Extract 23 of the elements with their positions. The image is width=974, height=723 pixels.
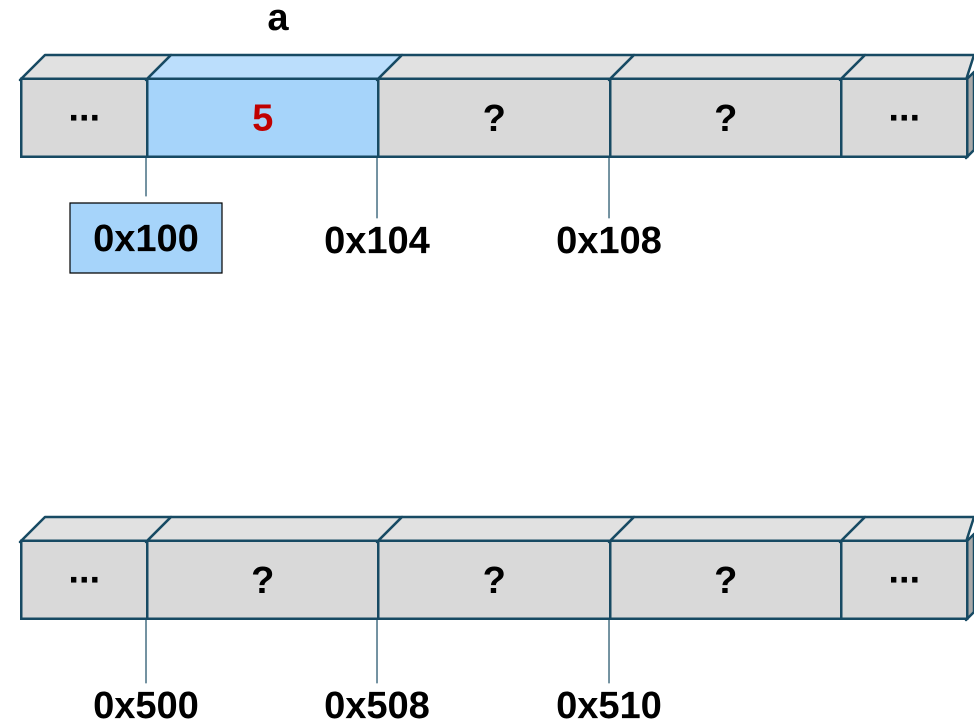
address-box: 0x100 [69, 202, 223, 274]
memory-cell: ? [376, 516, 636, 620]
leader-line [608, 620, 610, 684]
leader-line [608, 158, 610, 218]
memory-cell: ? [376, 54, 636, 158]
memory-cell: ... [18, 516, 172, 620]
memory-cell: ? [144, 516, 404, 620]
address-label: 0x500 [94, 692, 198, 718]
address-label: 0x108 [558, 226, 661, 254]
memory-cell: ... [18, 54, 172, 158]
leader-line [376, 158, 378, 218]
memory-cell: ? [608, 516, 866, 620]
variable-name: a [268, 10, 289, 30]
leader-line [145, 620, 147, 684]
leader-line [145, 158, 147, 196]
memory-cell: ? [608, 54, 866, 158]
address-label: 0x510 [558, 692, 660, 718]
address-label: 0x508 [326, 692, 429, 718]
leader-line [376, 620, 378, 684]
address-label: 0x104 [326, 226, 430, 254]
memory-cell: ... [838, 516, 974, 622]
memory-cell: 5 [144, 54, 404, 158]
memory-cell: ... [838, 54, 974, 160]
